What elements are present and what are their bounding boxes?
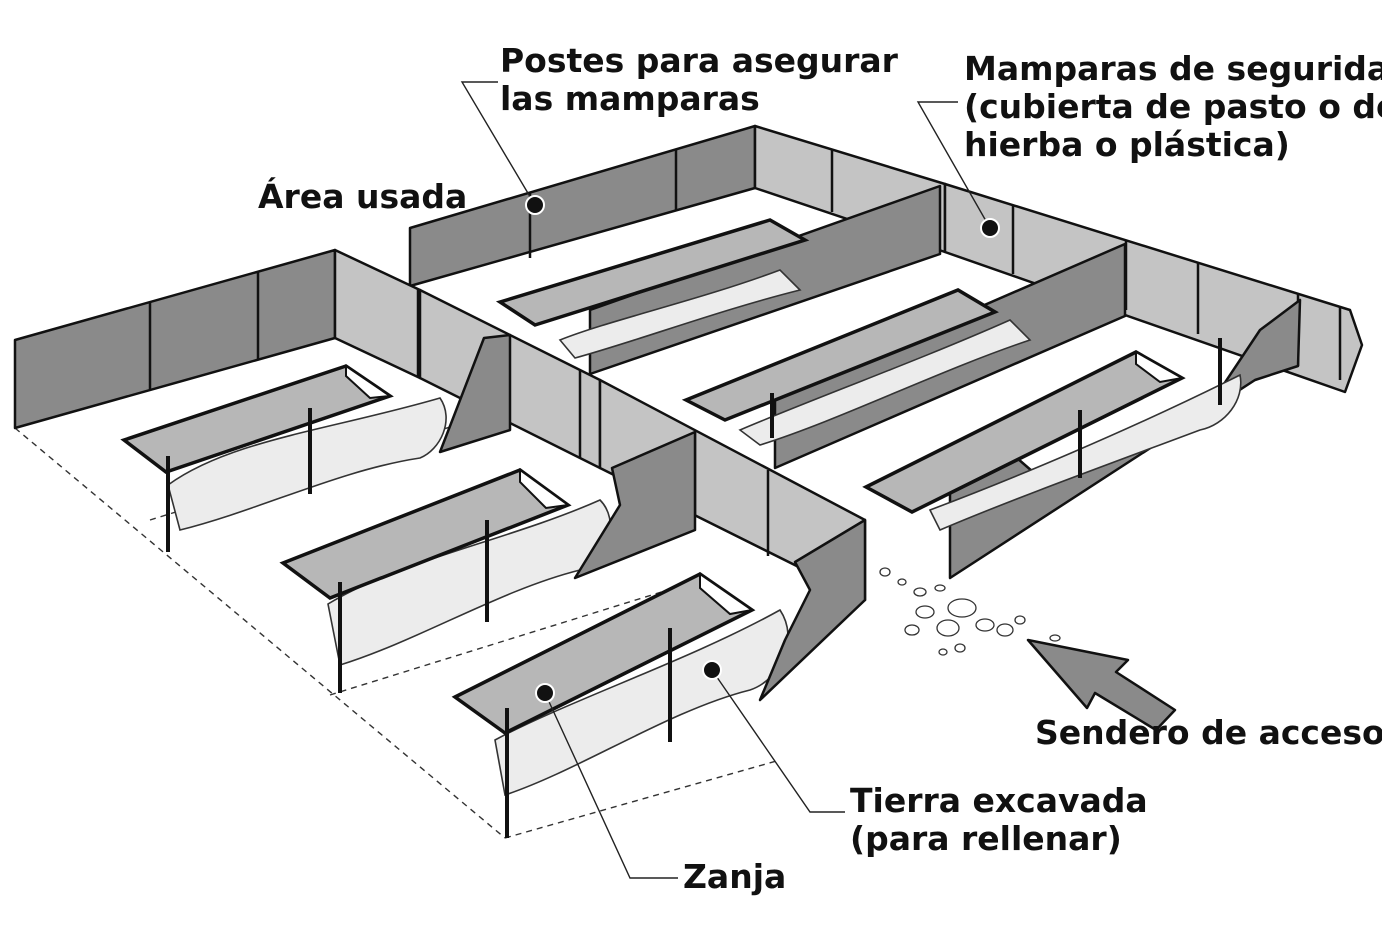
label-sendero: Sendero de acceso (1035, 713, 1382, 752)
trench-6 (862, 350, 1242, 532)
path-stones (879, 567, 1061, 656)
trench-4 (495, 218, 810, 359)
postes-dot (525, 195, 545, 215)
screen-left-wall (13, 248, 867, 602)
label-postes: Postes para asegurar las mamparas (500, 41, 898, 118)
trench-1 (120, 364, 447, 531)
screen-front-panels (438, 333, 867, 702)
posts (166, 338, 1222, 838)
mamparas-dot (980, 218, 1000, 238)
access-arrow (1026, 638, 1177, 732)
label-area-usada: Área usada (258, 177, 468, 216)
label-tierra: Tierra excavada (para rellenar) (850, 781, 1148, 858)
zanja-dot (535, 683, 555, 703)
label-zanja: Zanja (683, 857, 787, 896)
trench-2 (279, 468, 612, 667)
leaders (460, 81, 1000, 879)
tierra-dot (702, 660, 722, 680)
trench-3 (451, 571, 789, 797)
trench-5 (681, 288, 1032, 446)
area-boundary (14, 409, 781, 839)
label-mamparas: Mamparas de seguridad (cubierta de pasto… (964, 49, 1382, 164)
